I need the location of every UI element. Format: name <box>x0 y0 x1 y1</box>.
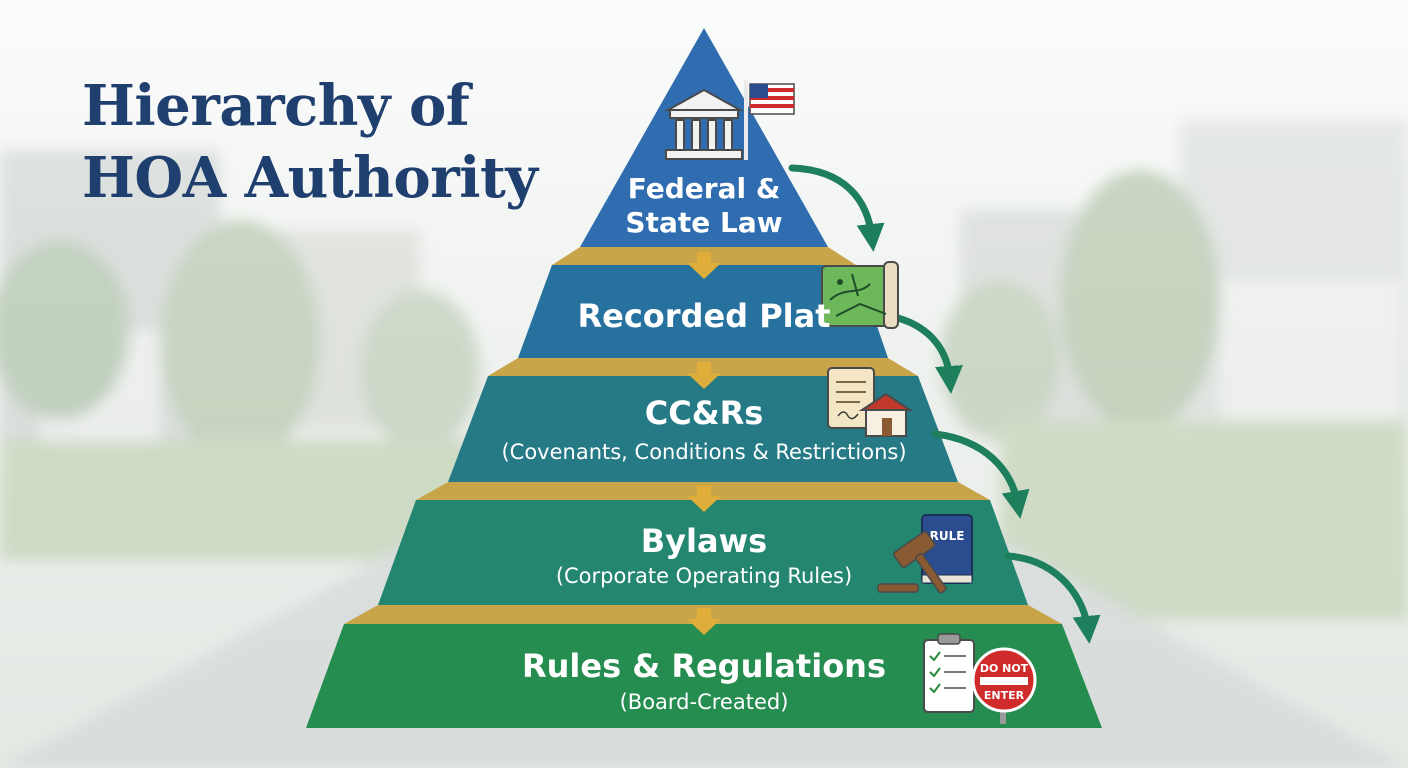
tier-rules-regulations <box>306 624 1102 728</box>
sign-line-2: ENTER <box>984 689 1025 702</box>
tier-5-sublabel: (Board-Created) <box>620 690 789 714</box>
tier-3-sublabel: (Covenants, Conditions & Restrictions) <box>501 440 906 464</box>
tier-4-sublabel: (Corporate Operating Rules) <box>556 564 852 588</box>
down-arrow-4 <box>687 608 721 635</box>
checklist-sign-icon: DO NOT ENTER <box>923 633 1037 724</box>
courthouse-flag-icon <box>664 80 795 160</box>
curved-arrow-4 <box>1004 552 1101 644</box>
gavel-rulebook-icon: RULE <box>877 514 973 594</box>
down-arrows <box>687 252 721 635</box>
title-line-2: HOA Authority <box>82 145 538 211</box>
tier-bylaws <box>378 500 1028 605</box>
down-arrow-2 <box>687 362 721 389</box>
curved-arrow-1 <box>788 164 885 252</box>
tier-4-label: Bylaws <box>641 522 767 560</box>
tier-recorded-plat <box>518 265 888 358</box>
sign-line-1: DO NOT <box>980 662 1029 675</box>
tier-2-label: Recorded Plat <box>577 297 830 335</box>
page-title: Hierarchy of HOA Authority <box>82 70 538 214</box>
curved-arrow-2 <box>894 314 963 394</box>
tier-1-label-line-2: State Law <box>625 206 782 239</box>
curved-arrow-3 <box>931 430 1030 519</box>
rule-book-label: RULE <box>930 529 965 543</box>
tier-3-label: CC&Rs <box>645 394 764 432</box>
title-line-1: Hierarchy of <box>82 73 470 139</box>
tier-5-label: Rules & Regulations <box>522 647 886 685</box>
tier-1-label-line-1: Federal & <box>628 172 780 205</box>
curved-arrows <box>788 164 1101 644</box>
down-arrow-1 <box>687 252 721 279</box>
tier-federal-state-law <box>580 28 828 247</box>
plat-map-icon <box>821 261 899 329</box>
deed-house-icon <box>827 367 914 437</box>
down-arrow-3 <box>687 485 721 512</box>
